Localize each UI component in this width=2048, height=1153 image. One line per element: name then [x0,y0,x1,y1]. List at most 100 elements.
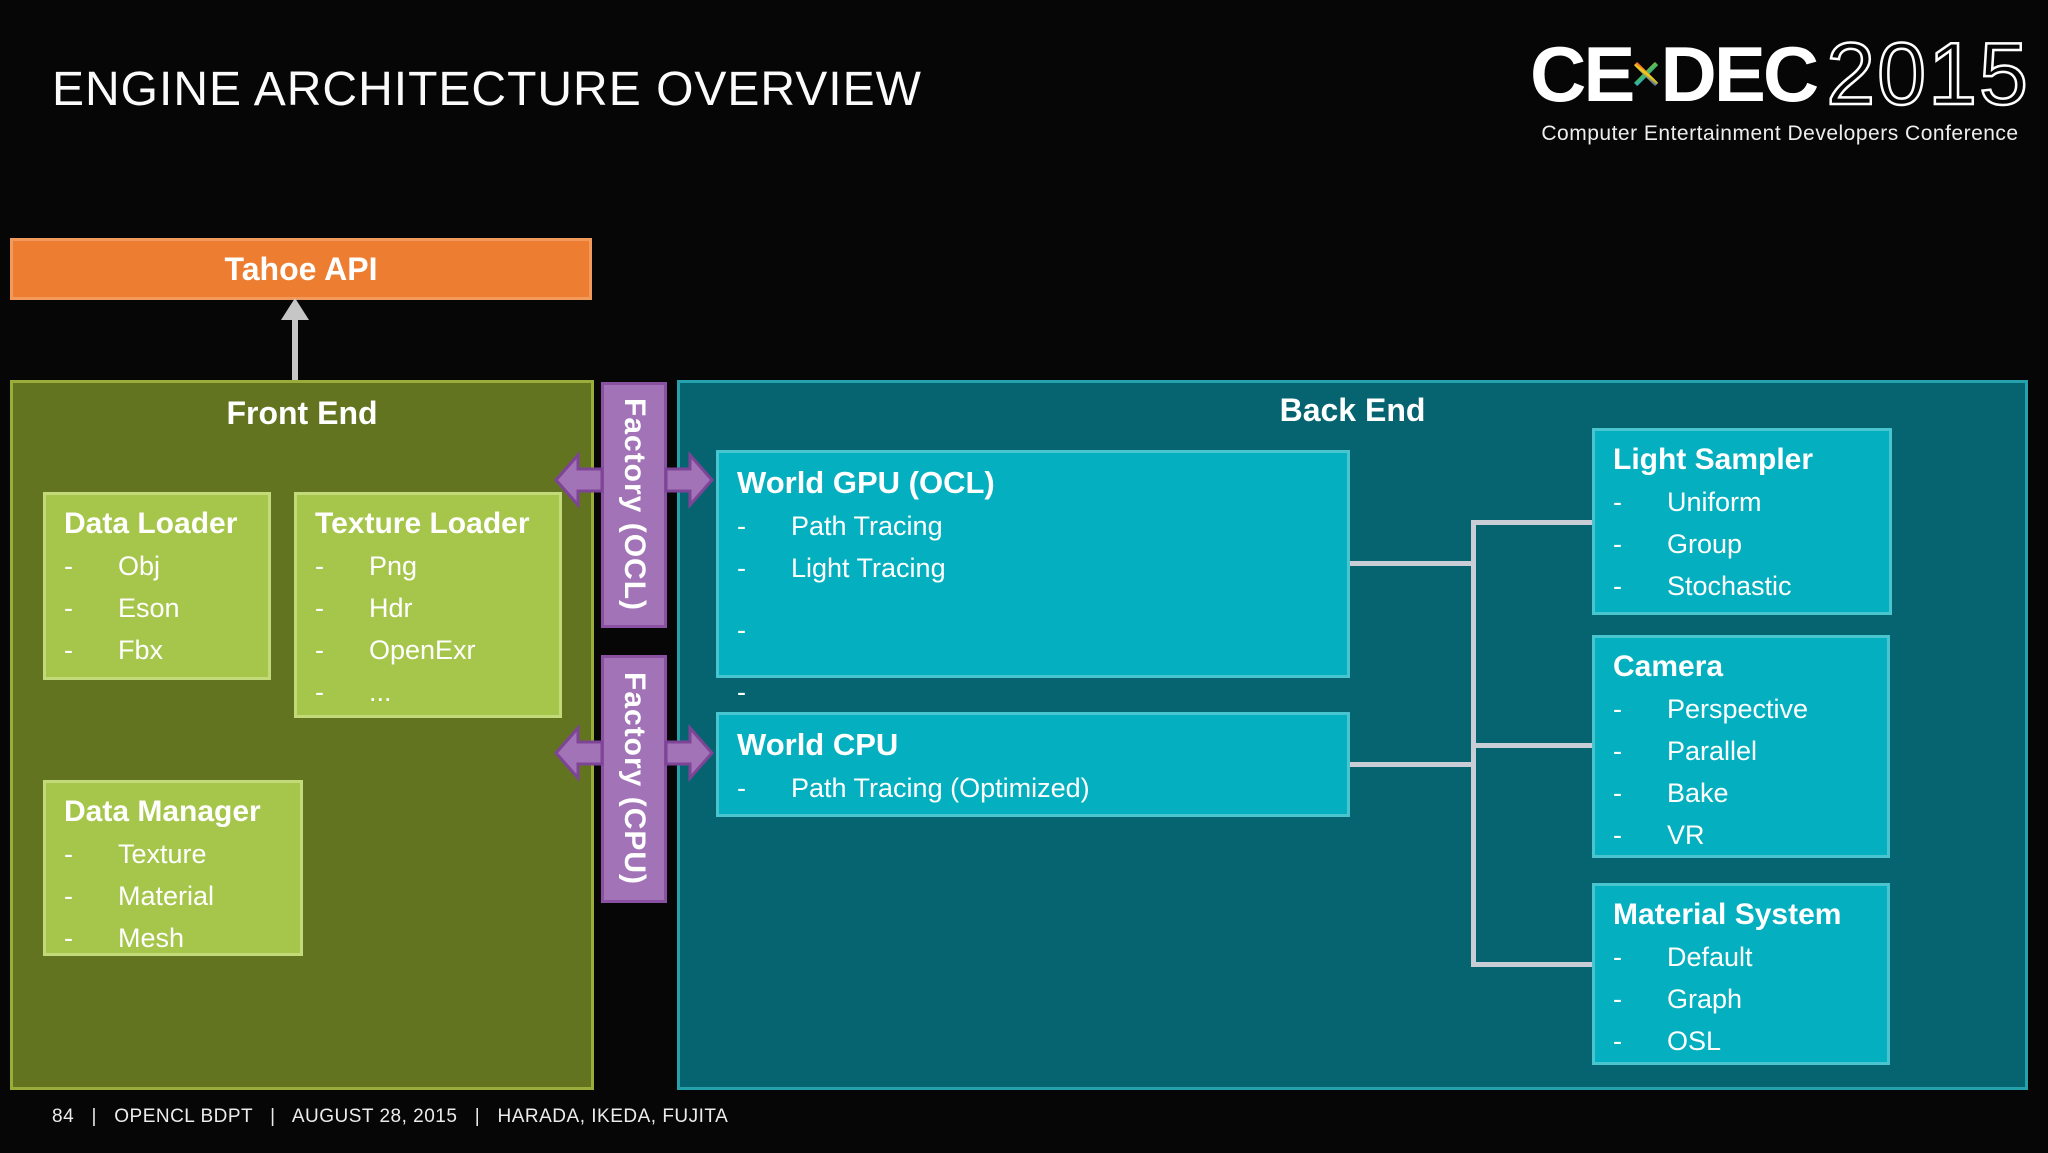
list-item: -Path Tracing (Optimized) [737,767,1331,809]
list-item: -... [315,671,543,713]
dash-bullet: - [737,615,746,645]
back-end-title: Back End [1279,392,1426,428]
dash-bullet: - [315,551,324,581]
right-arrow-icon [664,724,714,782]
list-item-label: Light Tracing [791,553,946,583]
dash-bullet: - [1613,820,1622,850]
list-item-label: Obj [118,551,161,581]
list-item-label: Mesh [118,923,185,953]
connector-line [1471,520,1592,525]
dash-bullet: - [737,511,746,541]
cedec-logo-text-left: CE [1530,30,1635,118]
list-item: - Png [315,545,543,587]
list-item-label: Path Tracing [791,511,943,541]
light-sampler-list: - Uniform - Group - Stochastic [1613,481,1873,607]
list-item-label: ... [369,677,392,707]
cedec-logo: CE DEC 2015 Computer Entertainment Devel… [1530,28,2030,146]
world-gpu-list: - Path Tracing - Light Tracing - - [737,505,1331,713]
tahoe-api-box: Tahoe API [10,238,592,300]
dash-bullet: - [315,635,324,665]
data-loader-box: Data Loader -Obj-Eson-Fbx [43,492,271,680]
cedec-logo-year: 2015 [1825,24,2030,123]
list-item-label: Fbx [118,635,164,665]
light-sampler-title: Light Sampler [1613,443,1814,476]
dash-bullet: - [1613,984,1622,1014]
front-end-title: Front End [226,395,378,431]
data-manager-box: Data Manager -Texture-Material-Mesh [43,780,303,956]
left-arrow-icon [554,451,604,509]
cedec-logo-subtitle: Computer Entertainment Developers Confer… [1541,122,2019,145]
list-item: -Bake [1613,772,1871,814]
list-item-label: Group [1667,529,1743,559]
texture-loader-title: Texture Loader [315,507,530,540]
dash-bullet: - [1613,571,1622,601]
list-item-label: Png [369,551,418,581]
list-item-label: Stochastic [1667,571,1792,601]
list-item: - Mesh [64,917,284,959]
list-item-label: OSL [1667,1026,1722,1056]
factory-cpu-label: Factory (CPU) [618,672,651,886]
dash-bullet: - [737,553,746,583]
footer-text: 84 | OPENCL BDPT | AUGUST 28, 2015 | HAR… [52,1106,729,1127]
list-item: - Fbx [64,629,252,671]
list-item: - Path Tracing [737,505,1331,547]
list-item: - [737,609,1331,651]
list-item: -Material [64,875,284,917]
dash-bullet: - [64,635,73,665]
dash-bullet: - [64,839,73,869]
data-loader-list: - Obj - Eson - Fbx [64,545,252,671]
dash-bullet: - [64,551,73,581]
list-item-label: Hdr [369,593,413,623]
cedec-logo-row: CE DEC 2015 [1530,28,2030,120]
world-cpu-list: -Path Tracing (Optimized) [737,767,1331,809]
front-end-box: Front End [10,380,594,1090]
list-item: - Eson [64,587,252,629]
list-item: -Texture [64,833,284,875]
world-gpu-box: World GPU (OCL) -Path Tracing-Light Trac… [716,450,1350,707]
list-item: - [737,671,1331,713]
camera-title: Camera [1613,650,1724,683]
dash-bullet: - [1613,529,1622,559]
world-cpu-title: World CPU [737,727,899,762]
material-system-title: Material System [1613,898,1842,931]
list-item-label: Uniform [1667,487,1762,517]
list-item-label: Material [118,881,215,911]
list-item: - Graph [1613,978,1871,1020]
texture-loader-list: - Png - Hdr - OpenExr -... [315,545,543,713]
dash-bullet: - [737,677,746,707]
list-item-label: Path Tracing (Optimized) [791,773,1090,803]
factory-ocl-label: Factory (OCL) [618,398,651,612]
world-cpu-box: World CPU -Path Tracing (Optimized) [716,712,1350,817]
up-arrow-shaft [292,316,298,380]
list-item-label: Eson [118,593,180,623]
data-manager-title: Data Manager [64,795,261,828]
list-item: -Default [1613,936,1871,978]
list-item: - Hdr [315,587,543,629]
list-item-label: VR [1667,820,1705,850]
list-item: - OSL [1613,1020,1871,1062]
list-item: - VR [1613,814,1871,856]
list-item-label: Parallel [1667,736,1758,766]
connector-line [1350,762,1473,767]
dash-bullet: - [64,593,73,623]
page-title: ENGINE ARCHITECTURE OVERVIEW [52,63,922,116]
dash-bullet: - [1613,487,1622,517]
left-arrow-icon [554,724,604,782]
dash-bullet: - [1613,1026,1622,1056]
connector-line [1350,561,1473,566]
dash-bullet: - [315,593,324,623]
dash-bullet: - [64,923,73,953]
connector-line [1471,962,1592,967]
cedec-logo-text-right: DEC [1660,30,1820,118]
material-system-list: -Default - Graph - OSL [1613,936,1871,1062]
list-item-label: OpenExr [369,635,476,665]
cedec-x-icon [1634,62,1659,86]
camera-box: Camera -Perspective-Parallel-Bake - VR [1592,635,1890,858]
dash-bullet: - [315,677,324,707]
list-item: - OpenExr [315,629,543,671]
list-item-label: Graph [1667,984,1743,1014]
list-item-label: Default [1667,942,1753,972]
list-item: -Perspective [1613,688,1871,730]
list-item: -Parallel [1613,730,1871,772]
right-arrow-icon [664,451,714,509]
